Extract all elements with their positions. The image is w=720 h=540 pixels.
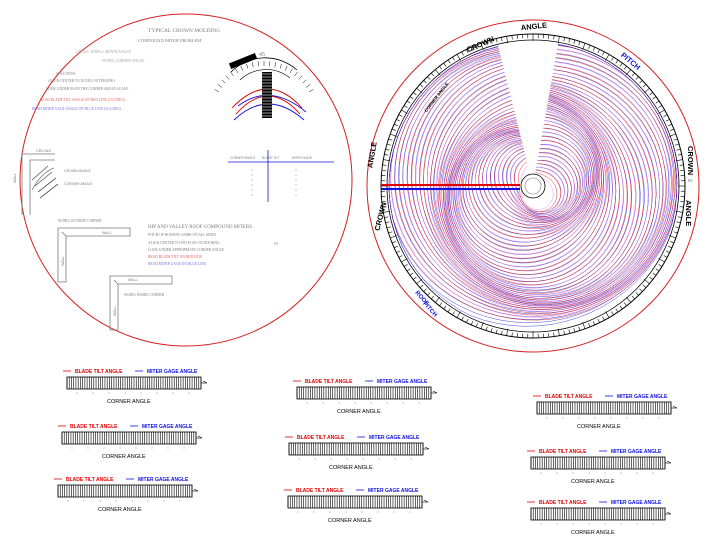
scale-strip: BLADE TILT ANGLE MITER GAGE ANGLE CORNER A…: [527, 500, 672, 536]
table-header-blade: BLADE TILT: [262, 156, 280, 160]
miter-gage-label: MITER GAGE ANGLE: [138, 477, 189, 483]
dial-label-pitch: PITCH: [619, 51, 642, 72]
outside-corner-figure: WALL WALL: [57, 227, 131, 283]
hip-line-1: PITCH OF ROOFING SAME ON ALL SIDES: [148, 233, 216, 237]
blade-tilt-label: BLADE TILT ANGLE: [305, 379, 353, 385]
sheet-subtitle: COMPOUND MITER PROBLEM: [138, 38, 201, 43]
corner-angle-label: CORNER ANGLE: [571, 530, 615, 536]
hip-line-5: READ MITER GAGE ON BLUE LINE: [148, 262, 207, 266]
wall-side-label: WALL: [13, 173, 17, 183]
inside-corner-figure: WALL WALL 90 DEG INSIDE CORNER: [109, 275, 173, 331]
dial-label-crown-right: CROWN: [686, 146, 695, 175]
hip-mark: IN: [274, 242, 278, 246]
hip-line-2: ALIGN CENTER TO PITCH ON OUTER RING: [148, 241, 220, 245]
scale-strip: BLADE TILT ANGLE MITER GAGE ANGLE CORNER A…: [58, 424, 203, 460]
scale-strips: BLADE TILT ANGLE MITER GAGE ANGLE CORNER A…: [54, 369, 678, 536]
solution-step-2: LOOK UNDER 90 ON THE CORNER ANGLE SCALE: [46, 87, 129, 91]
solution-step-1: ALIGN CENTER TO 38 DEG OUTER RING: [48, 79, 115, 83]
table-header-miter: MITER GAGE: [292, 156, 312, 160]
dial-label-angle-right: ANGLE: [684, 200, 693, 226]
corner-angle-label: CORNER ANGLE: [102, 454, 146, 460]
wall-label-b: WALL: [61, 256, 65, 266]
scale-strip: BLADE TILT ANGLE MITER GAGE ANGLE CORNER A…: [63, 369, 208, 405]
scale-strip: BLADE TILT ANGLE MITER GAGE ANGLE CORNER A…: [285, 435, 430, 471]
wall-label-a: WALL: [102, 231, 112, 235]
instruction-sheet-outline: [19, 13, 353, 347]
dial-label-crown-left: CROWN: [373, 201, 389, 231]
solution-heading: SOLUTION:: [56, 72, 76, 76]
angle-table: CORNER ANGLE BLADE TILT MITER GAGE: [228, 150, 334, 202]
blade-tilt-label: BLADE TILT ANGLE: [66, 477, 114, 483]
dial-outline: [366, 19, 700, 353]
inside-corner-label: 90 DEG INSIDE CORNER: [124, 293, 165, 297]
corner-angle-label: CORNER ANGLE: [107, 399, 151, 405]
blade-tilt-label: BLADE TILT ANGLE: [297, 435, 345, 441]
given-crown: GIVEN: 38 DEG CROWN ANGLE: [76, 50, 132, 54]
blade-tilt-label: BLADE TILT ANGLE: [545, 394, 593, 400]
outside-corner-label: 90 DEG OUTSIDE CORNER: [58, 219, 102, 223]
miter-gage-label: MITER GAGE ANGLE: [368, 488, 419, 494]
ceiling-label: CEILING: [36, 149, 51, 153]
miter-gage-label: MITER GAGE ANGLE: [147, 369, 198, 375]
sample-dial-figure: 45: [214, 52, 314, 121]
scale-strip: BLADE TILT ANGLE MITER GAGE ANGLE CORNER A…: [293, 379, 438, 415]
corner-angle-label: CORNER ANGLE: [337, 409, 381, 415]
scale-strip: BLADE TILT ANGLE MITER GAGE ANGLE CORNER A…: [54, 477, 199, 513]
dial-right-marker: IN: [688, 178, 693, 183]
table-header-corner: CORNER ANGLE: [230, 156, 255, 160]
miter-gage-label: MITER GAGE ANGLE: [611, 500, 662, 506]
hip-title: HIP AND VALLEY ROOF COMPOUND MITERS: [148, 225, 252, 230]
instruction-sheet: TYPICAL CROWN MOLDING COMPOUND MITER PRO…: [13, 13, 353, 347]
miter-dial: ANGLE CROWN CORNER ANGLE PITCH CROWN ANG…: [365, 19, 700, 353]
scale-strip: BLADE TILT ANGLE MITER GAGE ANGLE CORNER A…: [533, 394, 678, 430]
corner-angle-label: CORNER ANGLE: [329, 465, 373, 471]
scale-strip: BLADE TILT ANGLE MITER GAGE ANGLE CORNER A…: [527, 449, 672, 485]
miter-gage-label: MITER GAGE ANGLE: [611, 449, 662, 455]
blade-tilt-label: BLADE TILT ANGLE: [70, 424, 118, 430]
sample-angle-value: 45: [259, 52, 265, 58]
corner-angle-label: CORNER ANGLE: [328, 518, 372, 524]
red-line-note: READ BLADE TILT ANGLE ON RED LINE (33.9 …: [40, 98, 126, 102]
hip-line-4: READ BLADE TILT ON RED LINE: [148, 255, 203, 259]
miter-gage-label: MITER GAGE ANGLE: [142, 424, 193, 430]
blade-tilt-label: BLADE TILT ANGLE: [296, 488, 344, 494]
miter-gage-label: MITER GAGE ANGLE: [617, 394, 668, 400]
miter-gage-label: MITER GAGE ANGLE: [377, 379, 428, 385]
corner-angle-label: CORNER ANGLE: [571, 479, 615, 485]
dial-label-angle-top: ANGLE: [520, 21, 547, 33]
corner-angle-label: CORNER ANGLE: [98, 507, 142, 513]
blade-tilt-label: BLADE TILT ANGLE: [539, 500, 587, 506]
wall-label-c: WALL: [128, 278, 138, 282]
dial-hub: [520, 173, 546, 199]
given-corner: 90 DEG CORNER ANGLE: [102, 59, 145, 63]
miter-gage-label: MITER GAGE ANGLE: [369, 435, 420, 441]
hip-line-3: LOOK UNDER APPROPRIATE CORNER ANGLE: [148, 248, 225, 252]
crown-section-figure: CEILING WALL CROWN ANGLE CORNER ANGLE: [13, 149, 93, 215]
blade-tilt-label: BLADE TILT ANGLE: [75, 369, 123, 375]
wall-label-d: WALL: [113, 306, 117, 316]
crown-angle-label: CROWN ANGLE: [64, 169, 92, 173]
corner-angle-label: CORNER ANGLE: [64, 182, 93, 186]
blade-tilt-label: BLADE TILT ANGLE: [539, 449, 587, 455]
dial-label-angle-left: ANGLE: [365, 141, 378, 168]
dial-label-crown-top: CROWN: [465, 34, 495, 54]
sheet-title: TYPICAL CROWN MOLDING: [148, 28, 220, 34]
blue-line-note: READ MITER GAGE ANGLE ON BLUE LINE (31.6…: [32, 107, 122, 111]
scale-strip: BLADE TILT ANGLE MITER GAGE ANGLE CORNER A…: [284, 488, 429, 524]
corner-angle-label: CORNER ANGLE: [577, 424, 621, 430]
